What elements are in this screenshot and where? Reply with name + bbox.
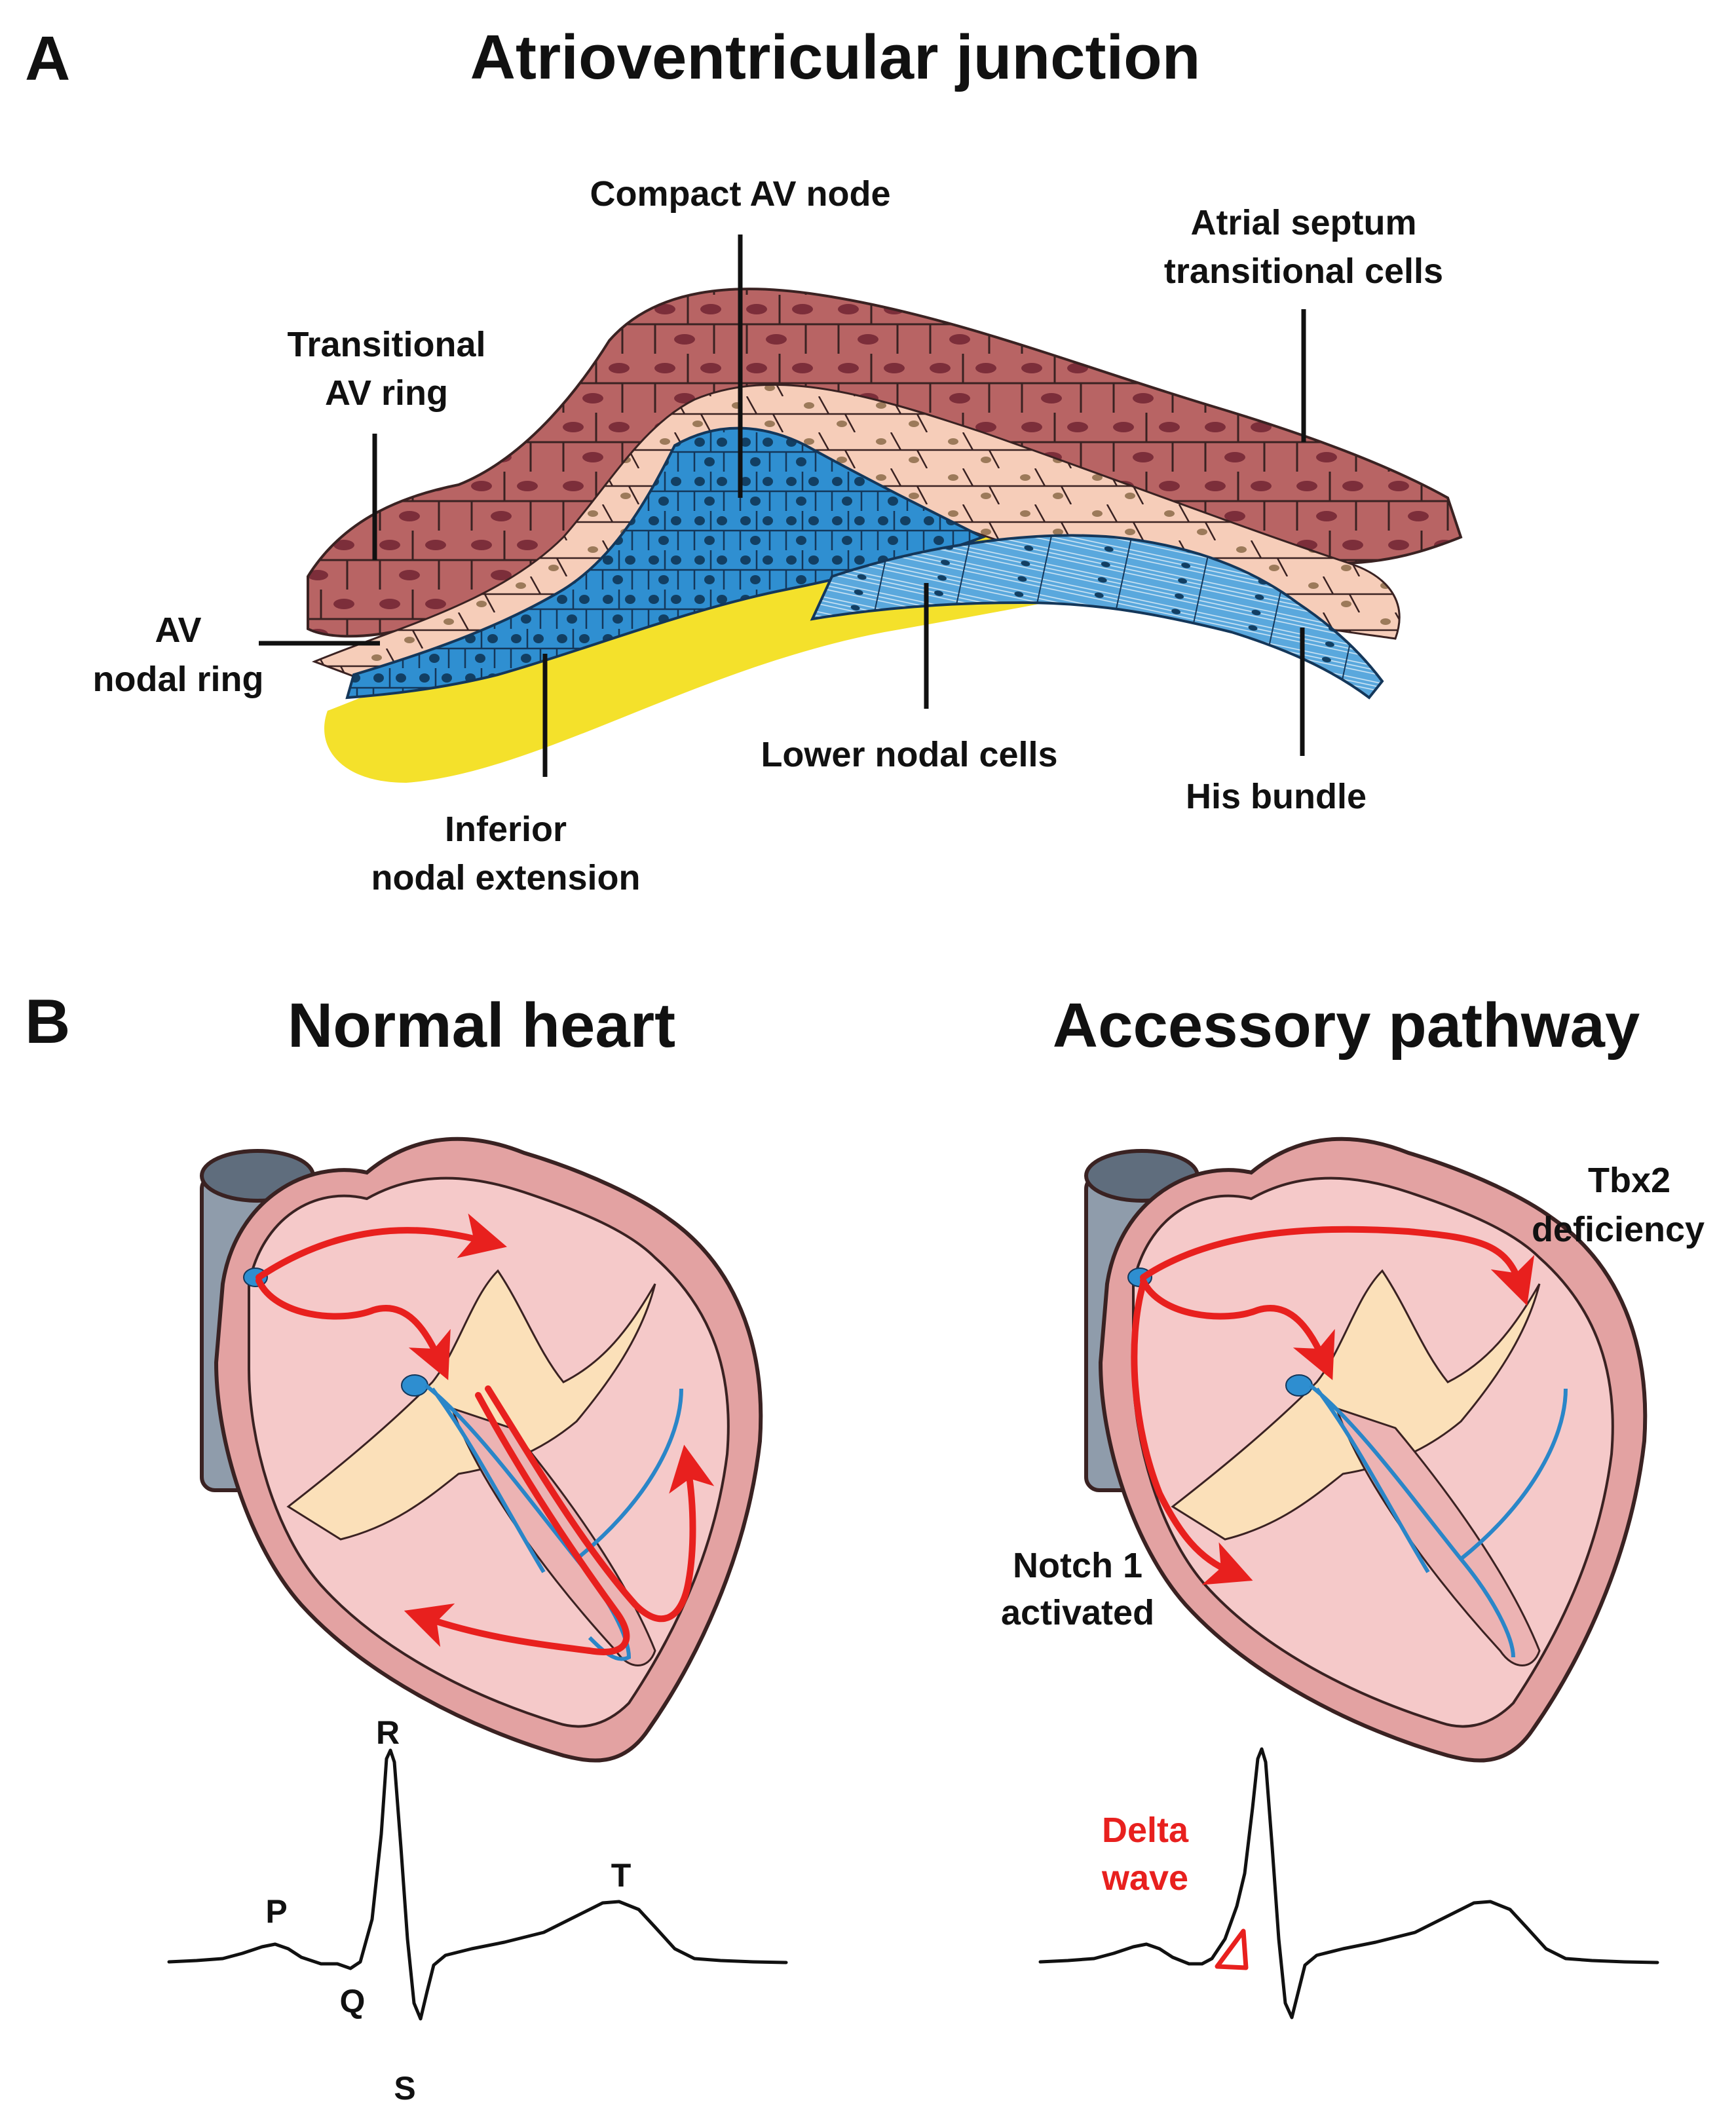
label-delta-2: wave — [1101, 1858, 1188, 1898]
accessory-av-valve — [1171, 1269, 1541, 1541]
accessory-ecg: Delta wave — [1038, 1747, 1659, 2020]
label-his-bundle: His bundle — [1186, 777, 1367, 816]
label-inferior-nodal-ext-2: nodal extension — [371, 858, 640, 897]
accessory-path-top — [1140, 1226, 1535, 1306]
accessory-pathway-title: Accessory pathway — [1053, 990, 1640, 1061]
panel-a: A Atrioventricular junction Compact AV n… — [25, 22, 1463, 897]
label-av-nodal-ring-1: AV — [155, 611, 201, 650]
delta-wave-marker — [1215, 1928, 1249, 1970]
ecg-label-q: Q — [340, 1983, 366, 2020]
ecg-label-p: P — [265, 1893, 287, 1930]
normal-heart-title: Normal heart — [288, 990, 675, 1061]
normal-path-ventricle-left — [404, 1392, 630, 1655]
ecg-label-r: R — [376, 1714, 400, 1751]
accessory-ecg-trace — [1038, 1747, 1659, 2020]
av-node — [401, 1374, 428, 1397]
normal-heart — [200, 1137, 763, 1763]
label-inferior-nodal-ext-1: Inferior — [445, 810, 567, 849]
compact-av-node — [345, 426, 986, 700]
panel-a-title: Atrioventricular junction — [470, 22, 1201, 92]
label-tbx2-1: Tbx2 — [1588, 1161, 1670, 1200]
label-av-nodal-ring-2: nodal ring — [93, 660, 264, 699]
label-transitional-av-ring-1: Transitional — [287, 325, 485, 364]
normal-path-ventricle-right — [485, 1385, 715, 1623]
panel-b-letter: B — [25, 986, 70, 1057]
label-transitional-av-ring-2: AV ring — [325, 373, 448, 413]
label-atrial-septum-2: transitional cells — [1164, 252, 1443, 291]
normal-ecg-trace — [167, 1748, 788, 2021]
atrioventricular-valve — [286, 1269, 656, 1541]
ecg-label-t: T — [611, 1857, 632, 1894]
septum — [450, 1406, 656, 1666]
label-delta-1: Delta — [1102, 1811, 1189, 1850]
label-compact-av-node: Compact AV node — [590, 174, 890, 214]
accessory-heart — [1084, 1137, 1648, 1763]
label-atrial-septum-1: Atrial septum — [1190, 203, 1416, 242]
his-bundle — [810, 534, 1384, 700]
av-junction-illustration — [307, 288, 1463, 783]
normal-path-atrial-upper — [255, 1213, 507, 1281]
panel-a-letter: A — [25, 24, 70, 94]
accessory-av-node — [1285, 1374, 1313, 1397]
panel-b: B Normal heart Accessory pathway — [25, 986, 1705, 2107]
label-lower-nodal-cells: Lower nodal cells — [761, 735, 1057, 774]
label-notch-1: Notch 1 — [1013, 1546, 1142, 1585]
ecg-label-s: S — [394, 2070, 415, 2107]
label-tbx2-2: deficiency — [1532, 1210, 1705, 1249]
accessory-bundle-branches — [1309, 1383, 1568, 1658]
normal-path-atrial-lower — [255, 1277, 451, 1380]
label-notch-2: activated — [1001, 1593, 1154, 1632]
accessory-septum — [1334, 1406, 1541, 1666]
accessory-path-lateral — [1131, 1281, 1253, 1585]
accessory-path-node — [1140, 1277, 1335, 1380]
normal-ecg: P Q R S T — [167, 1714, 788, 2107]
